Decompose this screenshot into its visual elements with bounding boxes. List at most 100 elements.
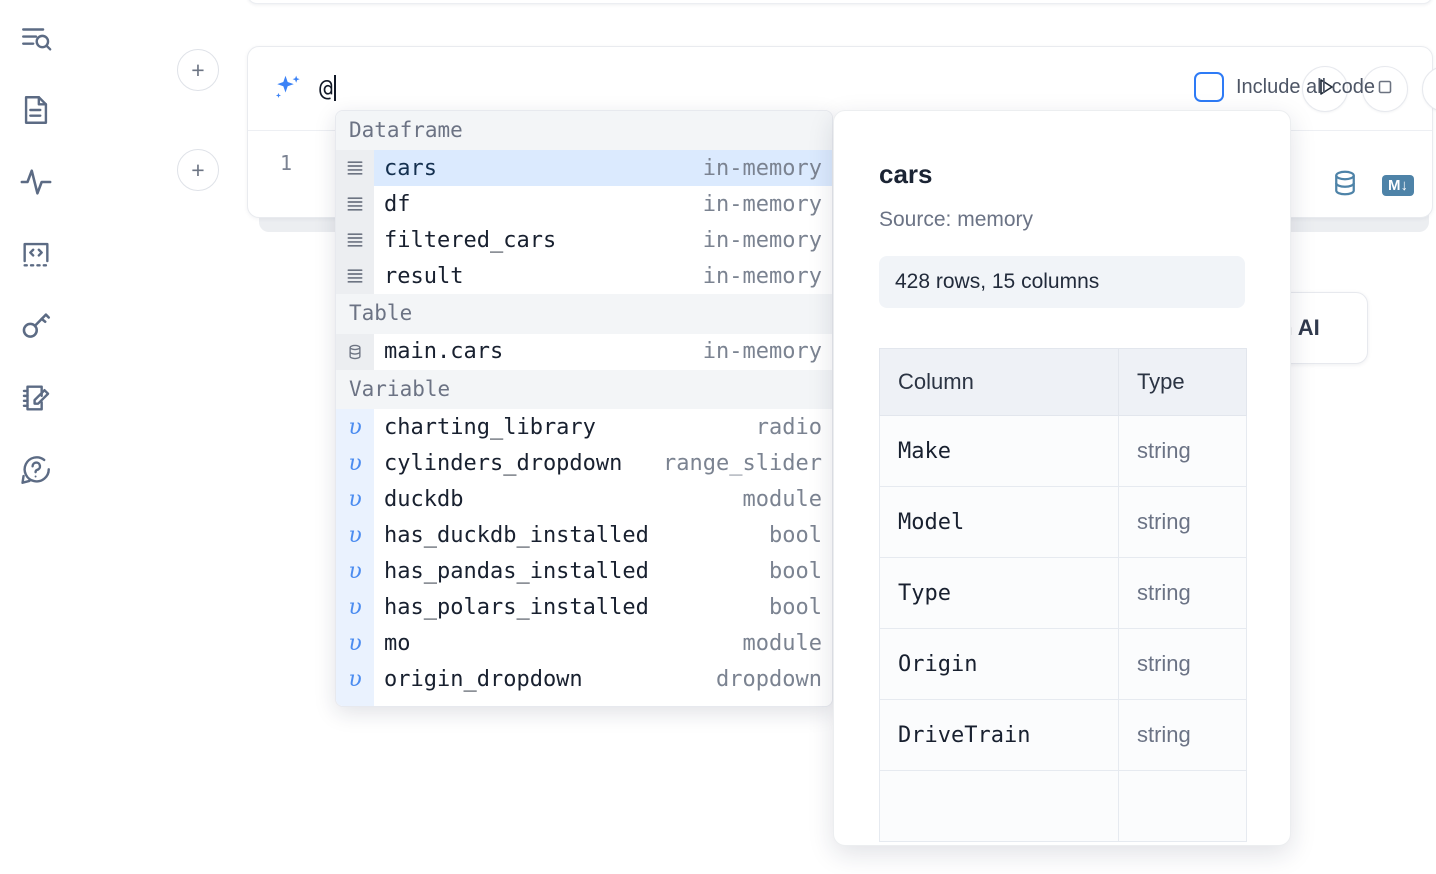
include-all-code-checkbox[interactable] (1194, 72, 1224, 102)
autocomplete-item-type: module (742, 630, 822, 656)
autocomplete-dropdown[interactable]: Dataframe cars in-memory df (335, 110, 833, 707)
markdown-badge-label: M (1388, 177, 1401, 194)
cell-column-name: Model (879, 486, 1119, 558)
document-icon (19, 93, 53, 127)
stop-cell-button[interactable] (1362, 66, 1408, 112)
dataframe-icon (336, 258, 374, 295)
variable-icon: υ (336, 661, 374, 698)
variable-icon: υ (336, 481, 374, 518)
autocomplete-item-type: bool (769, 594, 822, 620)
autocomplete-item-has-duckdb-installed[interactable]: υ has_duckdb_installed bool (336, 517, 832, 554)
cell-column-type: string (1117, 486, 1248, 558)
variable-icon: υ (336, 409, 374, 446)
variable-glyph: υ (348, 522, 362, 548)
variable-glyph: υ (348, 630, 362, 656)
autocomplete-item-type: in-memory (702, 155, 822, 181)
key-icon (19, 309, 53, 343)
code-snippet-icon (19, 237, 53, 271)
code-editor-row[interactable]: 1 (248, 131, 1432, 217)
autocomplete-group-header: Table (336, 294, 832, 334)
cell-column-type: string (1117, 415, 1248, 487)
autocomplete-item-mo[interactable]: υ mo module (336, 625, 832, 662)
include-all-code-label: Include all code (1236, 75, 1375, 98)
autocomplete-item-type: in-memory (702, 227, 822, 253)
markdown-badge[interactable]: M↓ (1382, 175, 1414, 196)
add-cell-below-button[interactable]: + (177, 149, 219, 191)
preview-schema-table: Column Type Make string Model string Typ… (879, 348, 1248, 842)
autocomplete-item-name: origin_dropdown (384, 666, 583, 692)
sidebar-item-secrets[interactable] (12, 302, 60, 350)
autocomplete-item-name: cars (384, 155, 437, 181)
cell-column-type: string (1117, 557, 1248, 629)
autocomplete-item-name: duckdb (384, 486, 464, 512)
dataframe-preview-panel: cars Source: memory 428 rows, 15 columns… (833, 110, 1291, 846)
autocomplete-item-name: charting_library (384, 414, 596, 440)
autocomplete-item-main-cars[interactable]: main.cars in-memory (336, 333, 832, 370)
database-icon (336, 333, 374, 370)
autocomplete-item-name: has_duckdb_installed (384, 522, 649, 548)
variable-icon (336, 697, 374, 706)
sidebar-item-file[interactable] (12, 86, 60, 134)
sidebar-item-help[interactable] (12, 446, 60, 494)
dataframe-icon (336, 222, 374, 259)
sidebar-item-snippets[interactable] (12, 230, 60, 278)
cell-column-name: DriveTrain (879, 699, 1119, 771)
cell-column-name: Origin (879, 628, 1119, 700)
autocomplete-item-partial[interactable] (336, 697, 832, 706)
column-header-column: Column (879, 348, 1119, 416)
autocomplete-item-type: dropdown (716, 666, 822, 692)
previous-cell (247, 0, 1433, 4)
search-icon (19, 21, 53, 55)
activity-icon (19, 165, 53, 199)
cell-output-icons: M↓ (1330, 168, 1414, 203)
autocomplete-item-type: in-memory (702, 339, 822, 365)
autocomplete-item-has-pandas-installed[interactable]: υ has_pandas_installed bool (336, 553, 832, 590)
cell-column-type (1117, 770, 1248, 842)
variable-glyph: υ (348, 450, 362, 476)
stop-square-icon (1374, 76, 1396, 103)
autocomplete-item-cars[interactable]: cars in-memory (336, 150, 832, 187)
include-all-code-row[interactable]: Include all code (1194, 72, 1375, 102)
variable-glyph: υ (348, 594, 362, 620)
cell-column-name: Type (879, 557, 1119, 629)
variable-glyph: υ (348, 558, 362, 584)
sidebar-item-explore[interactable] (12, 14, 60, 62)
table-row: Make string (879, 415, 1248, 487)
database-icon[interactable] (1330, 168, 1360, 203)
line-number: 1 (279, 151, 293, 175)
autocomplete-item-df[interactable]: df in-memory (336, 186, 832, 223)
autocomplete-item-charting-library[interactable]: υ charting_library radio (336, 409, 832, 446)
help-chat-icon (19, 453, 53, 487)
cell-column-type: string (1117, 628, 1248, 700)
variable-glyph: υ (348, 666, 362, 692)
autocomplete-item-type: bool (769, 522, 822, 548)
autocomplete-item-has-polars-installed[interactable]: υ has_polars_installed bool (336, 589, 832, 626)
run-cell-button[interactable] (1302, 66, 1348, 112)
variable-icon: υ (336, 445, 374, 482)
add-cell-above-button[interactable]: + (177, 49, 219, 91)
variable-glyph: υ (348, 486, 362, 512)
variable-icon: υ (336, 517, 374, 554)
autocomplete-item-filtered-cars[interactable]: filtered_cars in-memory (336, 222, 832, 259)
sidebar-item-activity[interactable] (12, 158, 60, 206)
autocomplete-item-type: in-memory (702, 191, 822, 217)
autocomplete-item-type: range_slider (663, 450, 822, 476)
autocomplete-item-origin-dropdown[interactable]: υ origin_dropdown dropdown (336, 661, 832, 698)
sidebar-item-scratchpad[interactable] (12, 374, 60, 422)
ai-prompt-input[interactable]: @ (319, 75, 336, 102)
cell-column-type: string (1117, 699, 1248, 771)
autocomplete-item-name: result (384, 263, 464, 289)
autocomplete-item-cylinders-dropdown[interactable]: υ cylinders_dropdown range_slider (336, 445, 832, 482)
play-icon (1313, 75, 1337, 104)
autocomplete-item-name: has_pandas_installed (384, 558, 649, 584)
autocomplete-item-duckdb[interactable]: υ duckdb module (336, 481, 832, 518)
ai-sparkle-icon (268, 71, 306, 107)
autocomplete-item-result[interactable]: result in-memory (336, 258, 832, 295)
variable-icon: υ (336, 553, 374, 590)
preview-shape-badge: 428 rows, 15 columns (879, 256, 1245, 308)
autocomplete-item-name: filtered_cars (384, 227, 557, 253)
autocomplete-item-type: in-memory (702, 263, 822, 289)
left-icon-rail (0, 0, 72, 874)
autocomplete-item-name: cylinders_dropdown (384, 450, 623, 476)
more-actions-button[interactable] (1422, 66, 1436, 112)
